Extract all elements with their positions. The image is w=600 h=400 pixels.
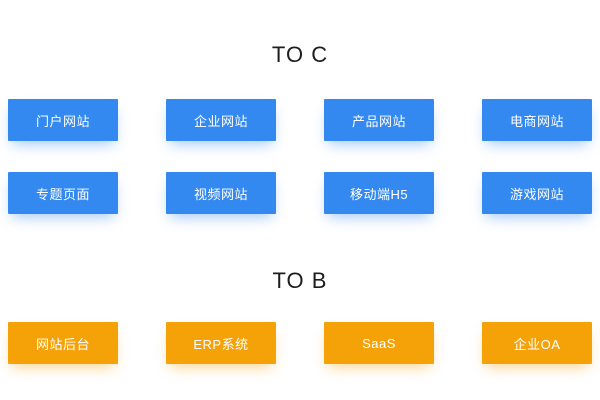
- card-website-backend[interactable]: 网站后台: [8, 322, 118, 364]
- card-label: ERP系统: [193, 336, 249, 352]
- card-label: 专题页面: [35, 186, 90, 202]
- card-label: 电商网站: [509, 113, 564, 129]
- card-enterprise-website[interactable]: 企业网站: [166, 99, 276, 141]
- card-portal-website[interactable]: 门户网站: [8, 99, 118, 141]
- card-erp-system[interactable]: ERP系统: [166, 322, 276, 364]
- card-enterprise-oa[interactable]: 企业OA: [482, 322, 592, 364]
- section-heading-to-c: TO C: [271, 42, 329, 67]
- card-game-website[interactable]: 游戏网站: [482, 172, 592, 214]
- card-label: 企业网站: [193, 113, 248, 129]
- card-label: 移动端H5: [349, 186, 409, 202]
- section-heading-to-b: TO B: [272, 268, 328, 293]
- card-row-to-b-1: 网站后台 ERP系统 SaaS 企业OA: [8, 322, 592, 364]
- card-label: 网站后台: [35, 336, 90, 352]
- card-row-to-c-1: 门户网站 企业网站 产品网站 电商网站: [8, 99, 592, 141]
- card-ecommerce-website[interactable]: 电商网站: [482, 99, 592, 141]
- card-label: 产品网站: [351, 113, 406, 129]
- card-row-to-c-2: 专题页面 视频网站 移动端H5 游戏网站: [8, 172, 592, 214]
- card-label: SaaS: [362, 335, 396, 351]
- card-label: 企业OA: [513, 336, 561, 352]
- card-mobile-h5[interactable]: 移动端H5: [324, 172, 434, 214]
- card-label: 视频网站: [193, 186, 248, 202]
- card-video-website[interactable]: 视频网站: [166, 172, 276, 214]
- card-label: 游戏网站: [509, 186, 564, 202]
- card-saas[interactable]: SaaS: [324, 322, 434, 364]
- card-label: 门户网站: [35, 113, 90, 129]
- card-topic-page[interactable]: 专题页面: [8, 172, 118, 214]
- card-product-website[interactable]: 产品网站: [324, 99, 434, 141]
